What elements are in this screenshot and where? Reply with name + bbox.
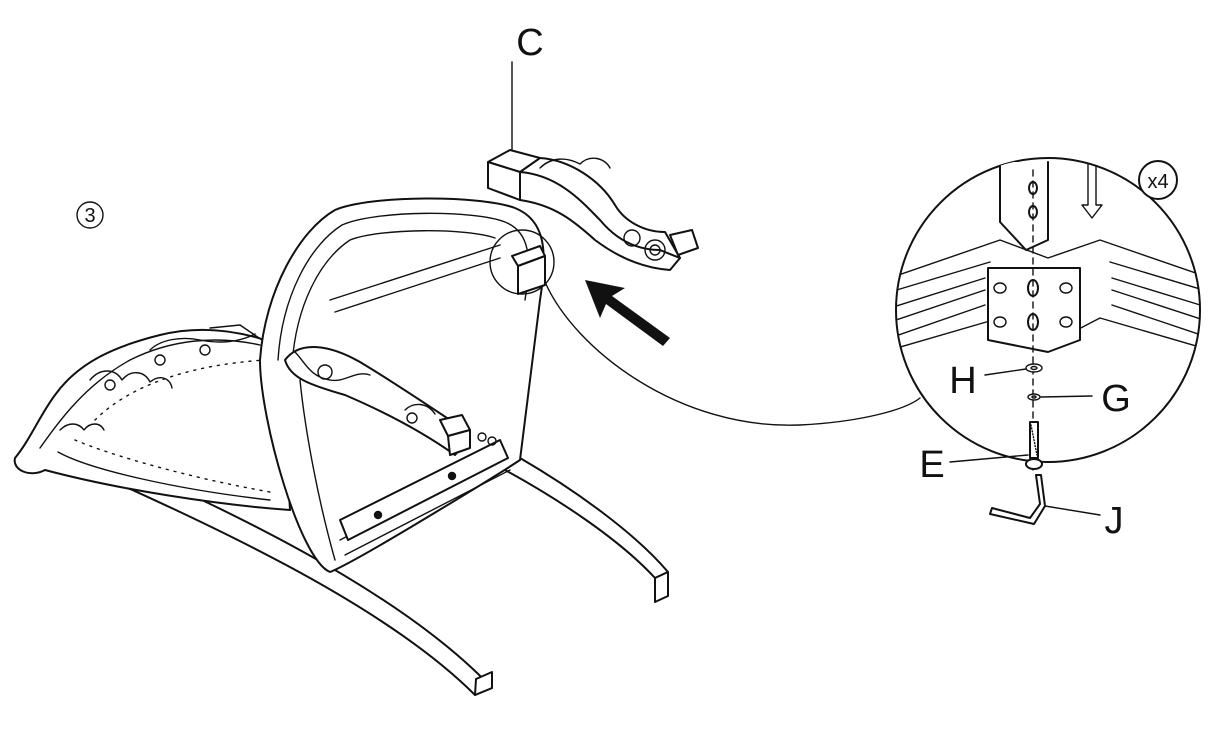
detail-view: x4 [895,157,1201,525]
leg-c-part: C [487,22,699,271]
corner-block [511,245,546,295]
lock-washer-g-label: G [1101,378,1131,420]
bolt-e-label: E [919,444,944,486]
allen-key-j-label: J [1105,500,1124,542]
front-leg-attached [284,346,471,456]
chair-upside-down [13,197,669,696]
quantity-label: x4 [1147,171,1168,193]
rear-leg-right [504,457,669,603]
seat-frame [259,197,545,573]
washer-h-label: H [949,360,976,402]
direction-arrow [585,280,670,346]
step-number: 3 [84,205,95,227]
detail-connector-line [544,281,921,426]
corner-highlight-circle [489,229,555,295]
chair-back [13,324,291,511]
leg-c-label: C [516,22,543,64]
step-number-badge: 3 [76,201,104,229]
quantity-badge: x4 [1138,160,1178,200]
